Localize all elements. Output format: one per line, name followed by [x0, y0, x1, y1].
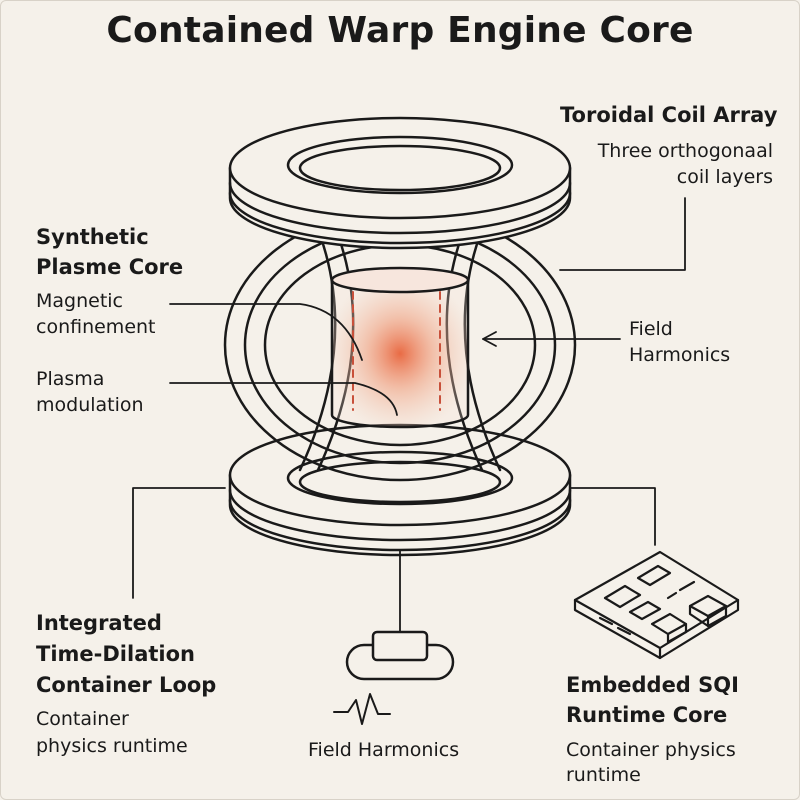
magnetic-label-line2: confinement — [36, 316, 156, 338]
arrow-head-icon — [482, 331, 497, 347]
synthetic-plasma-core — [330, 266, 470, 429]
plasma-leader — [169, 382, 398, 416]
embedded-chip-icon — [573, 550, 740, 660]
embedded-desc-line2: runtime — [566, 764, 641, 786]
plasma-label-line1: Plasma — [36, 368, 105, 390]
integrated-heading-line2: Time-Dilation — [36, 642, 195, 666]
field-harmonics-right-line2: Harmonics — [629, 344, 731, 366]
diagram-title: Contained Warp Engine Core — [106, 10, 694, 51]
embedded-leader — [569, 487, 656, 546]
container-label-line2: physics runtime — [36, 735, 188, 757]
toroidal-coil-heading: Toroidal Coil Array — [560, 103, 778, 127]
plasma-label-line2: modulation — [36, 394, 144, 416]
embedded-heading-line2: Runtime Core — [566, 703, 728, 727]
integrated-heading-line1: Integrated — [36, 611, 162, 635]
field-harmonics-right-line1: Field — [629, 318, 673, 340]
field-harmonics-bottom-label: Field Harmonics — [308, 739, 460, 761]
magnetic-label-line1: Magnetic — [36, 290, 124, 312]
upper-toroidal-coil — [228, 116, 572, 250]
magnetic-leader — [169, 303, 363, 361]
lower-toroidal-coil — [228, 423, 572, 557]
embedded-heading-line1: Embedded SQI — [566, 673, 739, 697]
embedded-desc-line1: Container physics — [566, 739, 736, 761]
container-label-line1: Container — [36, 708, 129, 730]
toroidal-leader — [559, 197, 686, 271]
integrated-heading-line3: Container Loop — [36, 673, 217, 697]
toroidal-coil-desc-line2: coil layers — [676, 166, 773, 188]
leader-lines — [132, 197, 686, 633]
synthetic-core-heading-line1: Synthetic — [36, 225, 149, 249]
synthetic-core-heading-line2: Plasme Core — [36, 255, 184, 279]
field-harmonics-probe-icon — [333, 630, 455, 725]
integrated-leader — [132, 487, 226, 599]
toroidal-coil-desc-line1: Three orthogonaal — [597, 140, 773, 162]
